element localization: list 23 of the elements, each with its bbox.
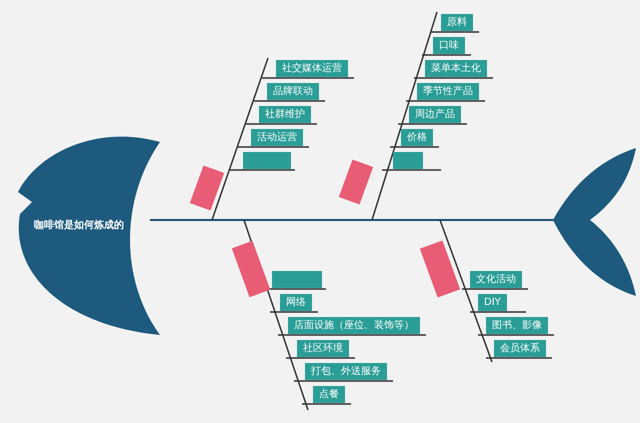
cause-box: 网络 xyxy=(280,294,312,311)
cause-box: 会员体系 xyxy=(494,340,546,357)
cause-box: 菜单本土化 xyxy=(425,60,487,77)
cause-box: 点餐 xyxy=(313,386,345,403)
cause-box: 图书、影像 xyxy=(486,317,548,334)
cause-box: 口味 xyxy=(433,37,465,54)
cause-box: 社区环境 xyxy=(297,340,349,357)
cause-box: 店面设施（座位、装饰等） xyxy=(288,317,420,334)
head-title: 咖啡馆是如何炼成的 xyxy=(34,218,124,233)
cause-box: 周边产品 xyxy=(409,106,461,123)
cause-box: DIY xyxy=(478,294,507,311)
cause-box: 品牌联动 xyxy=(267,83,319,100)
cause-box xyxy=(243,152,291,169)
cause-box xyxy=(272,271,322,288)
cause-box: 活动运营 xyxy=(251,129,303,146)
cause-box: 打包、外送服务 xyxy=(305,363,387,380)
cause-box xyxy=(393,152,423,169)
cause-box: 价格 xyxy=(401,129,433,146)
cause-box: 文化活动 xyxy=(470,271,522,288)
cause-box: 社群维护 xyxy=(259,106,311,123)
cause-box: 原料 xyxy=(441,14,473,31)
cause-box: 季节性产品 xyxy=(417,83,479,100)
cause-box: 社交媒体运营 xyxy=(276,60,348,77)
